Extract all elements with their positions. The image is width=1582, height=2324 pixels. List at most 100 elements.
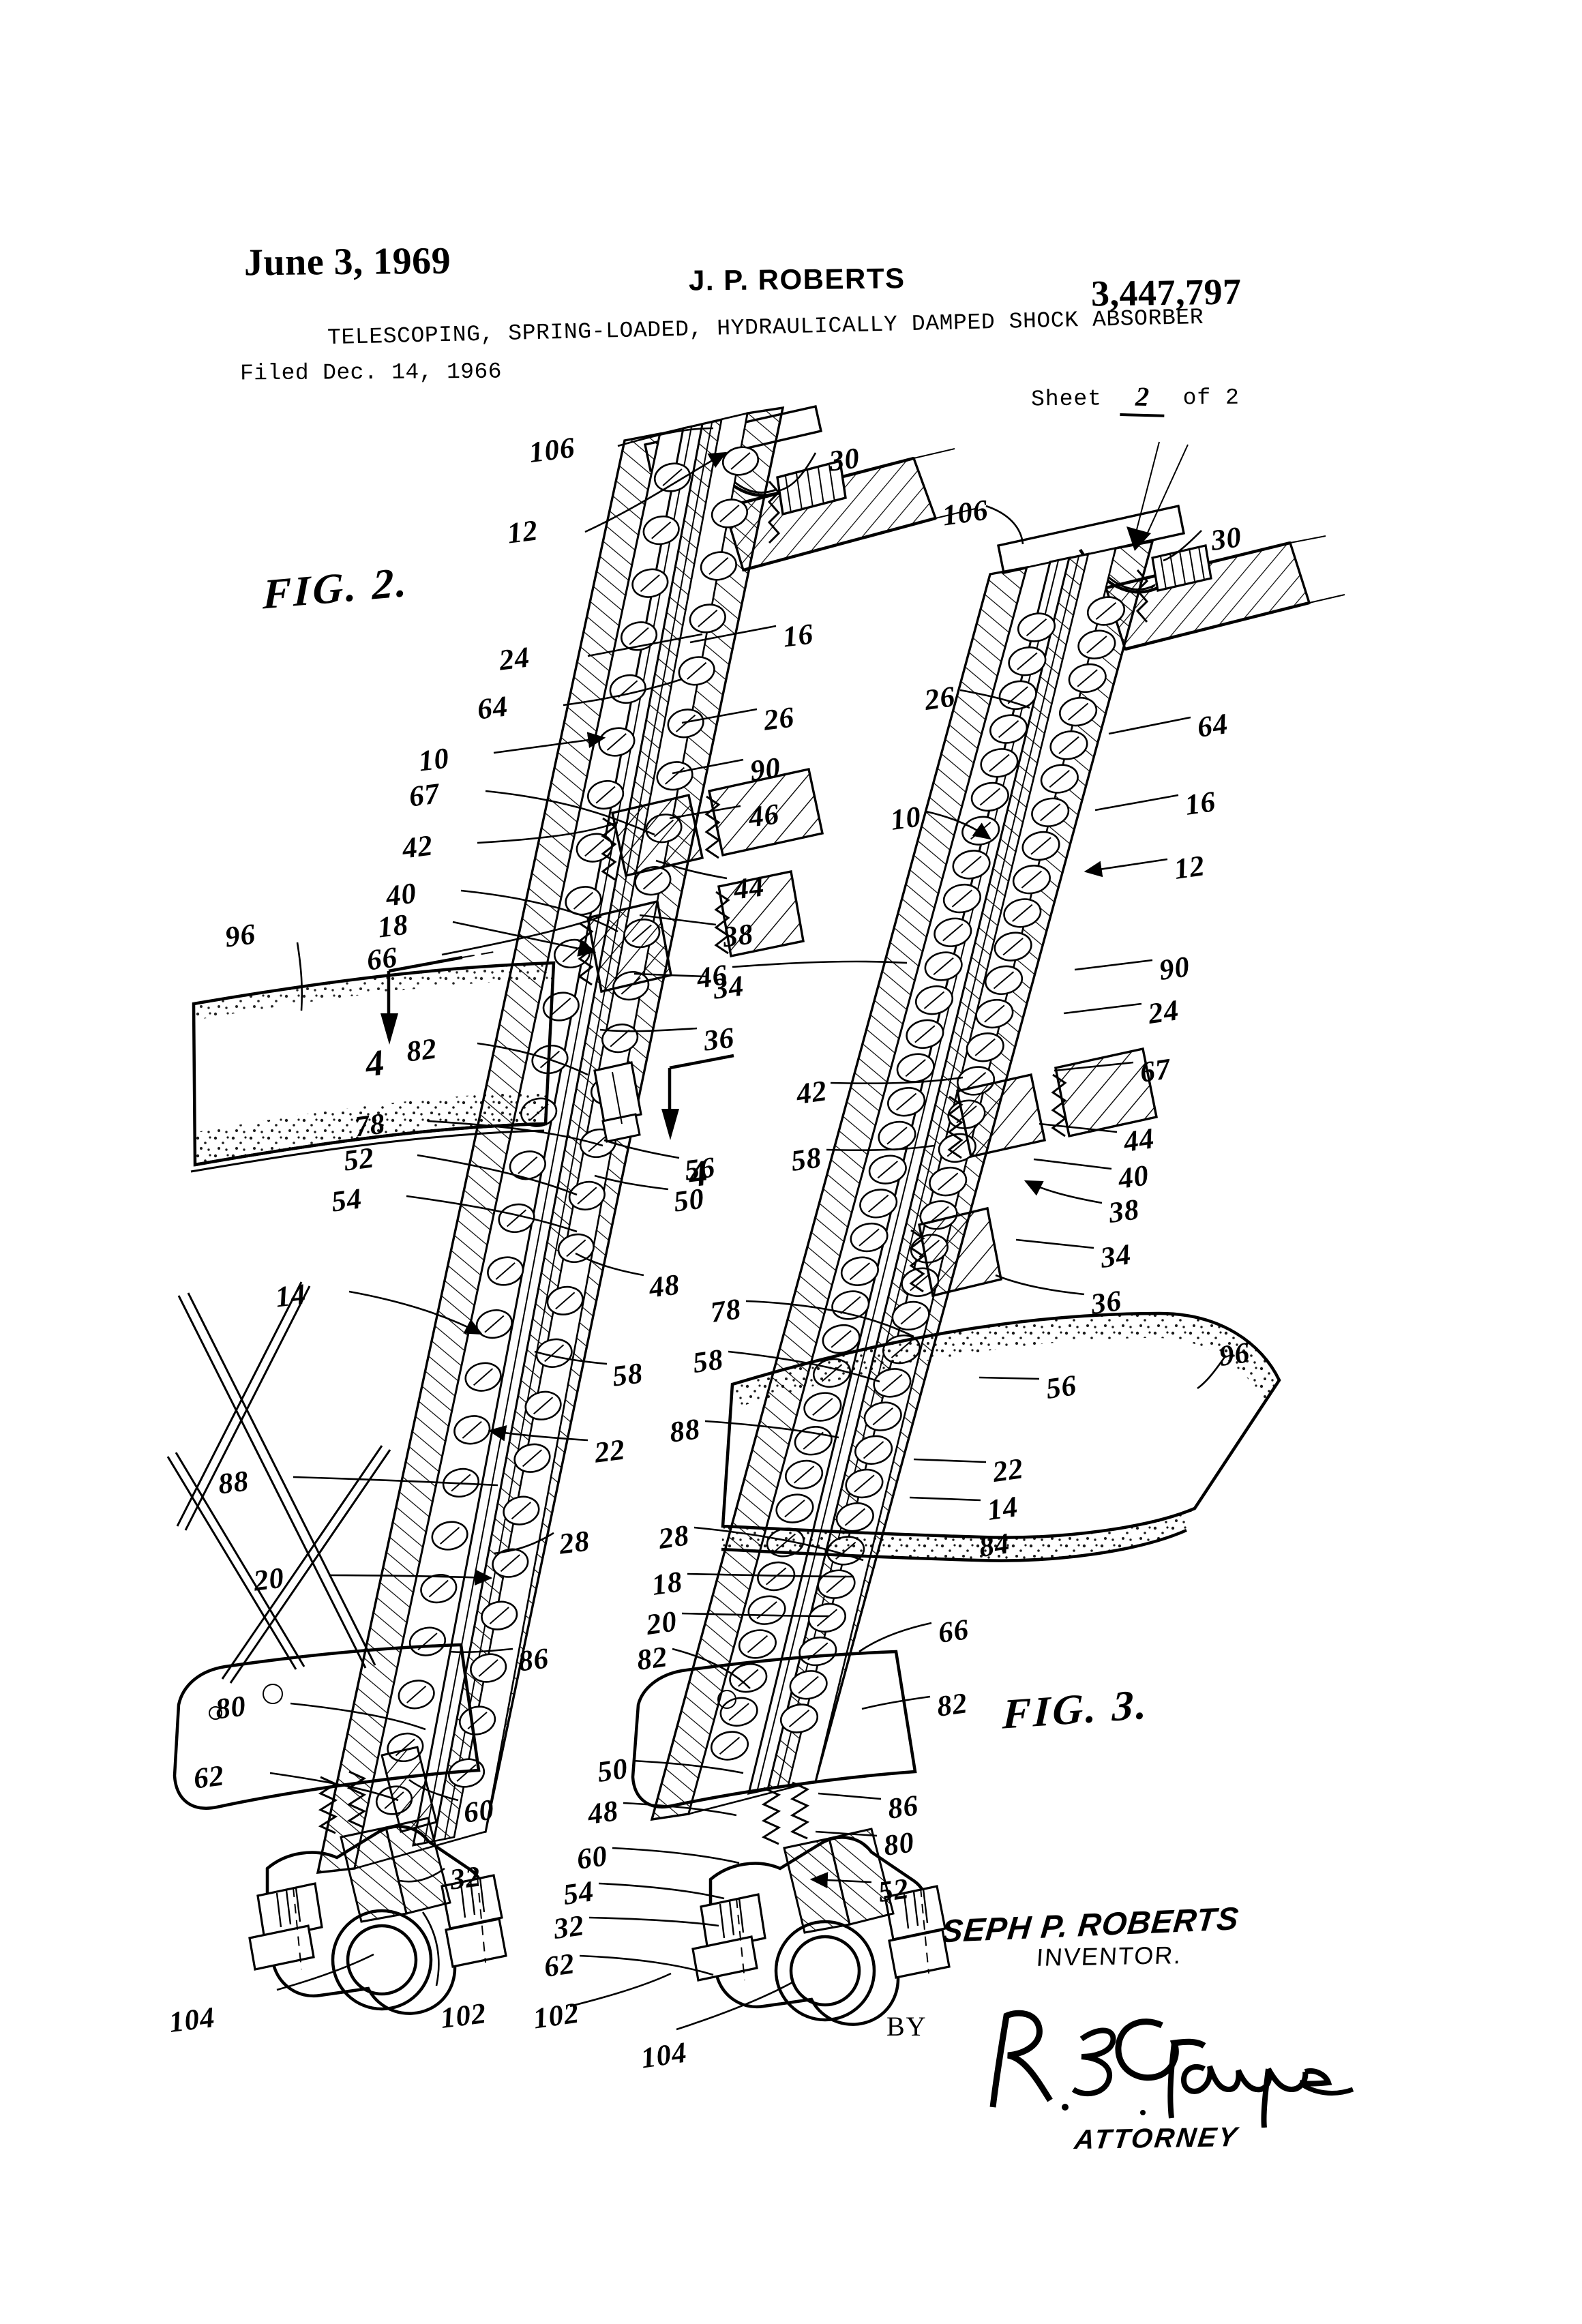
reference-numeral-64: 64 [1195,708,1231,744]
reference-numeral-60: 60 [462,1793,496,1830]
reference-numeral-10: 10 [417,742,451,778]
reference-numeral-58: 58 [788,1142,824,1178]
reference-numeral-38: 38 [1106,1193,1142,1230]
reference-numeral-28: 28 [656,1519,692,1555]
reference-numeral-32: 32 [551,1909,587,1946]
reference-numeral-20: 20 [252,1562,286,1598]
by-label: BY [886,2011,927,2042]
reference-numeral-46: 46 [694,959,730,995]
fig3-load-arrow [1126,442,1188,551]
reference-numeral-90: 90 [1156,951,1193,987]
reference-numeral-67: 67 [1137,1053,1174,1089]
fig2-upper-mount-bracket [645,406,975,570]
reference-numeral-42: 42 [400,829,435,865]
sheet-prefix: Sheet [1030,386,1103,413]
reference-numeral-38: 38 [721,918,756,954]
attorney-signature-mark [979,1998,1416,2128]
reference-numeral-16: 16 [781,618,816,654]
reference-numeral-62: 62 [541,1948,578,1984]
reference-numeral-60: 60 [574,1840,610,1876]
reference-numeral-80: 80 [881,1826,917,1862]
patent-title: TELESCOPING, SPRING-LOADED, HYDRAULICALL… [327,304,1204,351]
reference-numeral-24: 24 [1146,994,1182,1030]
reference-numeral-56: 56 [1043,1369,1079,1405]
reference-numeral-104: 104 [167,2001,218,2039]
reference-numeral-102: 102 [438,1997,489,2035]
reference-numeral-67: 67 [407,777,442,814]
reference-numeral-82: 82 [934,1687,970,1723]
sheet-indicator: Sheet 2 of 2 [1031,378,1240,417]
reference-numeral-54: 54 [561,1875,597,1911]
sheet-number: 2 [1120,380,1165,417]
reference-numeral-88: 88 [216,1465,251,1501]
inventor-name-line: J. P. ROBERTS [688,262,906,297]
reference-numeral-36: 36 [1088,1285,1124,1321]
reference-numeral-58: 58 [610,1357,645,1393]
reference-numeral-30: 30 [827,442,862,478]
reference-numeral-66: 66 [936,1613,972,1650]
reference-numeral-24: 24 [497,641,532,677]
reference-numeral-34: 34 [1098,1238,1134,1275]
figure-3-assembly [633,442,1345,2025]
reference-numeral-96: 96 [223,918,258,954]
reference-numeral-96: 96 [1217,1337,1253,1373]
reference-numeral-44: 44 [732,870,766,906]
reference-numeral-62: 62 [192,1759,226,1796]
inventor-role-label: INVENTOR. [1035,1941,1183,1971]
reference-numeral-12: 12 [505,514,540,550]
reference-numeral-48: 48 [585,1795,621,1831]
reference-numeral-14: 14 [985,1491,1021,1527]
reference-numeral-42: 42 [794,1075,830,1111]
fig3-telescoping-body [652,541,1152,1819]
reference-numeral-82: 82 [634,1641,670,1677]
reference-numeral-66: 66 [365,941,400,977]
attorney-role-label: ATTORNEY [1073,2121,1241,2156]
fig2-lower-eye-mount-104 [250,1818,506,2014]
reference-numeral-30: 30 [1208,521,1244,557]
reference-numeral-28: 28 [557,1525,592,1561]
reference-numeral-78: 78 [353,1107,387,1144]
reference-numeral-82: 82 [404,1032,439,1069]
fig3-upper-mount-bracket [998,442,1345,649]
reference-numeral-10: 10 [888,801,924,837]
reference-numeral-54: 54 [329,1182,364,1219]
reference-numeral-22: 22 [593,1433,627,1470]
reference-numeral-102: 102 [531,1997,582,2036]
reference-numeral-12: 12 [1171,850,1208,886]
reference-numeral-52: 52 [876,1873,912,1909]
fig2-lower-spring-seat-60 [320,1747,436,1833]
reference-leader-lines [270,428,1225,2029]
reference-numeral-106: 106 [527,432,578,469]
reference-numeral-36: 36 [702,1022,736,1058]
reference-numeral-86: 86 [885,1789,921,1826]
reference-numeral-18: 18 [649,1566,685,1602]
fig2-internal-glands [580,769,822,992]
reference-numeral-78: 78 [708,1293,744,1329]
reference-numeral-46: 46 [747,798,781,834]
reference-numeral-106: 106 [940,494,991,533]
figure-3-label: FIG. 3. [1002,1681,1150,1738]
reference-numeral-32: 32 [448,1860,483,1896]
reference-numeral-64: 64 [475,690,510,726]
reference-numeral-84: 84 [976,1528,1013,1564]
reference-numeral-90: 90 [748,751,783,788]
figure-2-assembly [168,406,975,2014]
figure-2-label: FIG. 2. [262,558,410,619]
fig2-telescoping-body [318,408,783,1873]
reference-numeral-26: 26 [762,701,796,737]
reference-numeral-50: 50 [595,1753,631,1789]
reference-numeral-80: 80 [213,1690,248,1726]
reference-numeral-88: 88 [667,1413,703,1449]
fig2-section-line-4-lower [661,1056,734,1140]
section-marker-4: 4 [363,1041,387,1085]
reference-numeral-20: 20 [644,1605,680,1641]
reference-numeral-58: 58 [690,1343,726,1380]
fig3-nut-30 [1152,546,1211,591]
fig2-cross-braces [168,1282,390,1683]
reference-numeral-52: 52 [342,1142,376,1178]
reference-numeral-48: 48 [647,1268,682,1305]
fig2-valve-detail [595,1062,641,1142]
patent-date: June 3, 1969 [243,239,451,284]
reference-numeral-86: 86 [516,1642,551,1678]
reference-numeral-26: 26 [922,681,958,717]
